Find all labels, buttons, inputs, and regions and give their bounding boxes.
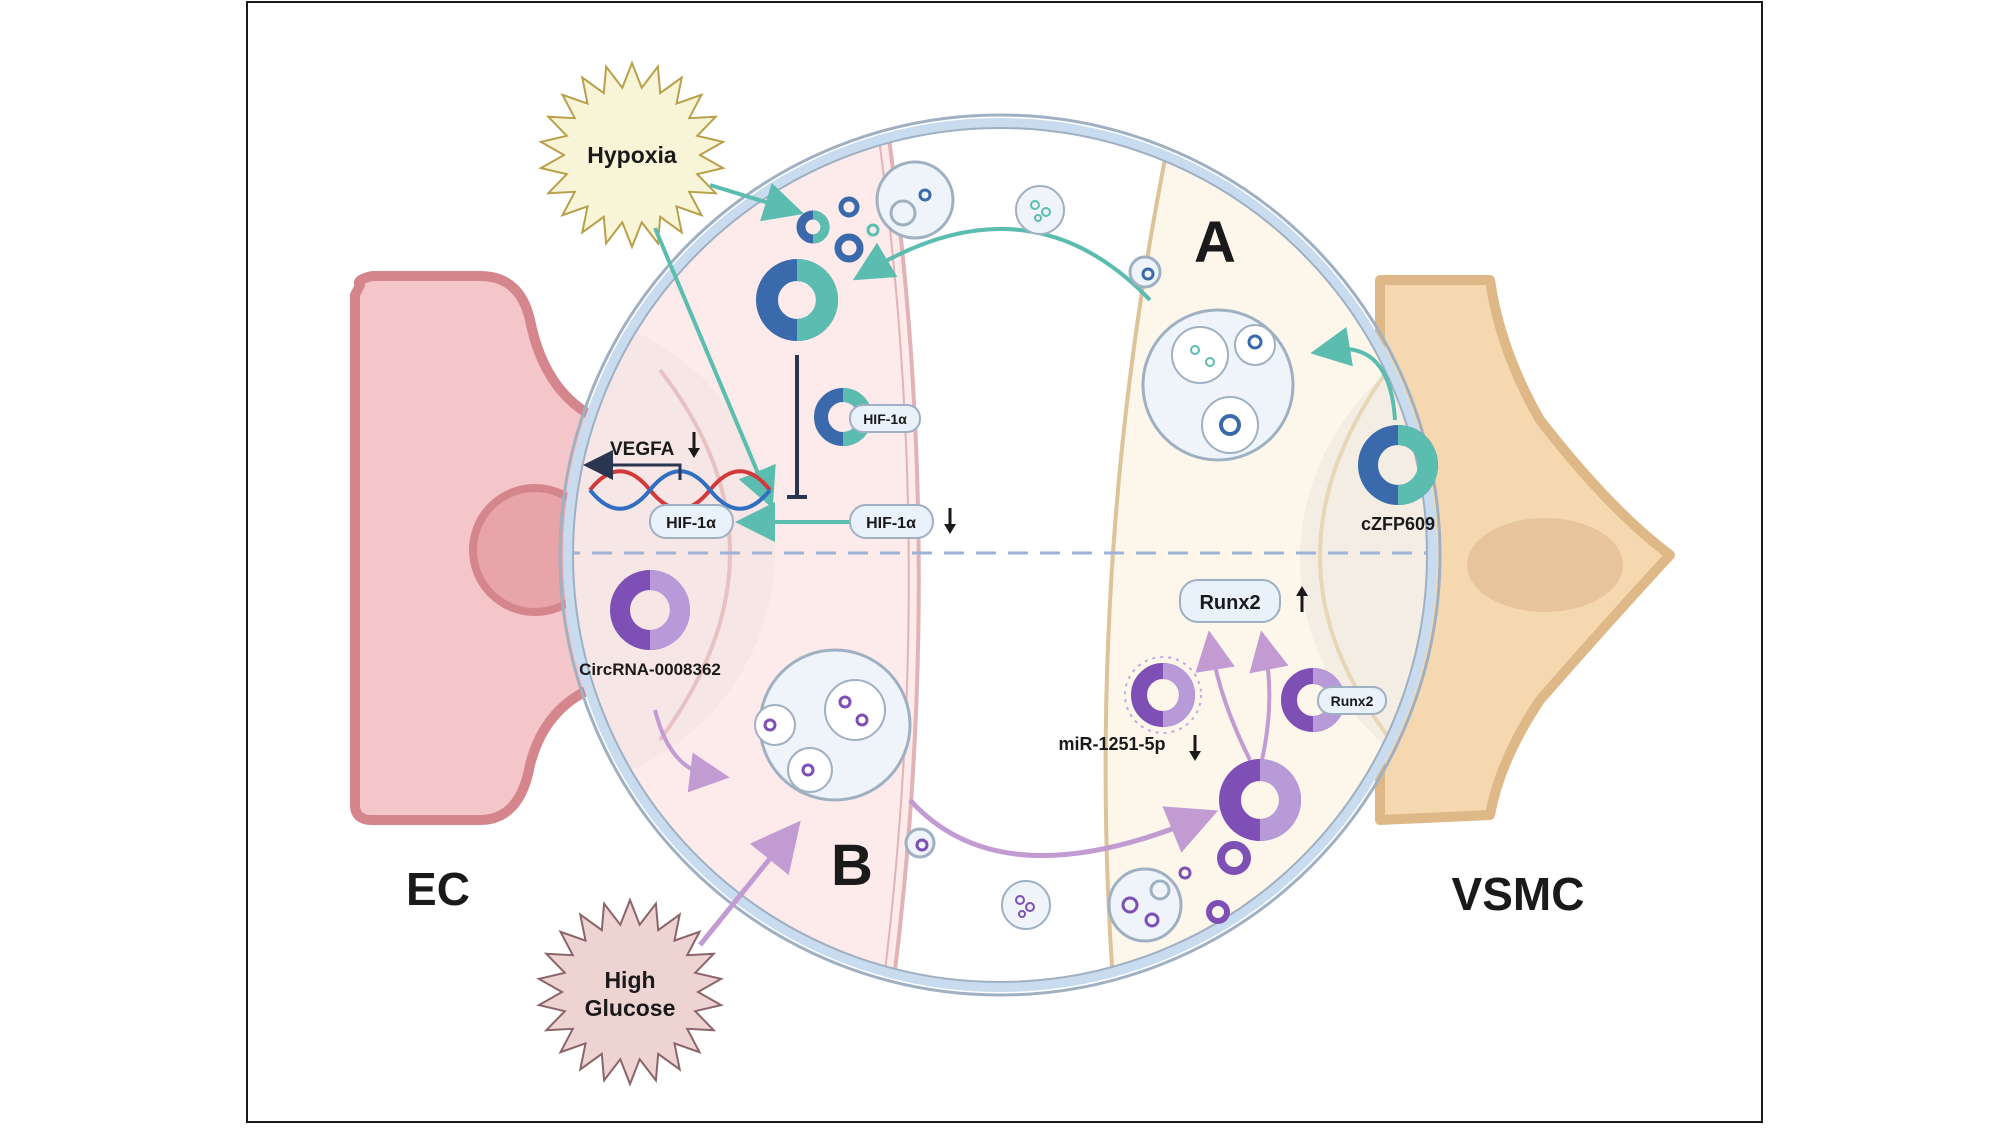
exosome-top-left <box>875 160 955 240</box>
hif-ring: HIF-1α <box>814 388 921 446</box>
mvb-bottom-left <box>754 648 912 802</box>
teal-arrows <box>653 183 1397 542</box>
small-rings-top <box>796 196 880 263</box>
vegfa-label: VEGFA <box>610 439 675 460</box>
purple-arrows <box>653 630 1289 947</box>
mir-ring <box>1124 656 1202 734</box>
vesicle-membrane-top <box>1128 255 1162 289</box>
circrna-label: CircRNA-0008362 <box>579 660 721 679</box>
high-glucose-label-line1: High <box>604 967 655 993</box>
hif-down-arrow <box>944 508 956 534</box>
hypoxia-burst: Hypoxia <box>538 60 726 250</box>
mir-label: miR-1251-5p <box>1058 734 1165 754</box>
purple-rings-small <box>1178 841 1251 924</box>
runx2-up-arrow <box>1296 586 1308 612</box>
runx2-box-label: Runx2 <box>1199 592 1260 614</box>
hypoxia-label: Hypoxia <box>587 142 677 168</box>
inhibition-line <box>787 355 807 499</box>
mvb-top-right <box>1141 308 1295 462</box>
cirrna-ring-large <box>756 259 838 341</box>
vesicle-free-bottom <box>1001 880 1051 930</box>
mir-down-arrow <box>1189 735 1201 761</box>
vegfa-transcription-arrow <box>583 450 682 480</box>
ec-label: EC <box>406 863 470 915</box>
section-b-label: B <box>831 833 873 898</box>
vesicle-free-top <box>1015 185 1065 235</box>
hif-ring-label: HIF-1α <box>863 411 907 427</box>
hif-pill-dna: HIF-1α <box>649 504 734 539</box>
vsmc-label: VSMC <box>1452 868 1585 920</box>
vesicle-membrane-bottom <box>904 827 936 859</box>
vsmc-cell <box>1375 275 1675 825</box>
runx2-box: Runx2 <box>1179 579 1281 623</box>
circrna-0008362-ring <box>610 570 690 650</box>
zoom-ring-outer <box>558 113 1442 997</box>
zoom-ring-inner <box>563 118 1437 992</box>
high-glucose-label-line2: Glucose <box>585 995 676 1021</box>
runx2-ring-label: Runx2 <box>1331 693 1374 709</box>
purple-ring-large <box>1219 759 1301 841</box>
czfp609-ring <box>1358 425 1438 505</box>
exosome-bottom-right <box>1107 867 1183 943</box>
high-glucose-burst: High Glucose <box>536 897 724 1087</box>
hif-dna-label: HIF-1α <box>666 515 716 532</box>
vegfa-down-arrow <box>688 432 700 458</box>
hif-free-label: HIF-1α <box>866 515 916 532</box>
hif-pill-free: HIF-1α <box>849 504 934 539</box>
section-a-label: A <box>1194 210 1236 275</box>
runx2-ring: Runx2 <box>1281 668 1387 732</box>
czfp609-label: cZFP609 <box>1361 514 1435 534</box>
